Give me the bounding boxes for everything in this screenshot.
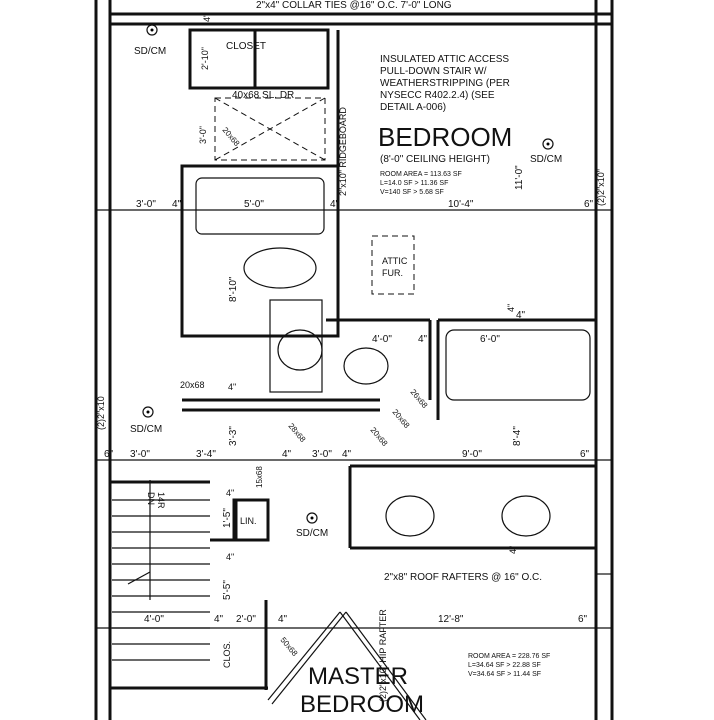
dim-4-f: 4" (342, 449, 352, 460)
smoke-label-1: SD/CM (134, 46, 166, 57)
dim-3-0-b: 3'-0" (130, 449, 150, 460)
attic-note-line-4: NYSECC R402.2.4) (SEE (380, 90, 495, 101)
door-label-3: 28x68 (286, 422, 307, 445)
dim-6-0: 6'-0" (480, 334, 500, 345)
closet-walls (188, 28, 330, 90)
door-label-7: 26x68 (408, 388, 429, 411)
dim-4-c: 4" (418, 334, 428, 345)
door-label-2: 20x68 (180, 380, 205, 390)
attic-fur-line-2: FUR. (382, 268, 403, 278)
dim-8-4: 8'-4" (512, 426, 523, 446)
bedroom-ceiling: (8'-0" CEILING HEIGHT) (380, 154, 490, 165)
smoke-label-4: SD/CM (296, 528, 328, 539)
dim-4-l: 4" (226, 488, 234, 498)
dim-6-a: 6" (584, 199, 594, 210)
ridgeboard-label: 2"x10" RIDGEBOARD (338, 107, 348, 196)
attic-furnace-outline (371, 235, 415, 295)
window-header-left: (2)2"x10 (96, 396, 106, 430)
attic-note-line-2: PULL-DOWN STAIR W/ (380, 66, 487, 77)
roof-rafters-label: 2"x8" ROOF RAFTERS @ 16" O.C. (384, 572, 542, 583)
stair-14r: 14R (156, 492, 166, 509)
dim-5-0: 5'-0" (244, 199, 264, 210)
dim-2-10: 2'-10" (200, 47, 210, 70)
bedroom-area-3: V=140 SF > 5.68 SF (380, 189, 444, 196)
bathroom-2-fixtures (343, 329, 591, 537)
dim-4-j: 4" (506, 304, 516, 312)
dim-6-c: 6" (580, 449, 590, 460)
bedroom-title: BEDROOM (378, 122, 512, 152)
attic-note-line-1: INSULATED ATTIC ACCESS (380, 54, 509, 65)
door-label-6: 20x68 (368, 426, 389, 449)
door-label-1: 20x68 (220, 126, 241, 149)
dim-4-a: 4" (172, 199, 182, 210)
closet-label: CLOSET (226, 41, 266, 52)
master-area-1: ROOM AREA = 228.76 SF (468, 653, 550, 660)
master-area-3: V=34.64 SF > 11.44 SF (468, 671, 541, 678)
dim-4-i: 4" (202, 14, 212, 22)
dim-11-0: 11'-0" (514, 165, 525, 190)
dimension-lines (96, 209, 612, 629)
bedroom-area-2: L=14.0 SF > 11.36 SF (380, 180, 448, 187)
dim-4-k: 4" (228, 382, 236, 392)
dim-3-3: 3'-3" (228, 426, 239, 446)
attic-note-line-3: WEATHERSTRIPPING (PER (380, 78, 510, 89)
dim-2-0: 2'-0" (236, 614, 256, 625)
smoke-detector-3 (142, 406, 154, 418)
dim-3-0-a: 3'-0" (136, 199, 156, 210)
smoke-label-2: SD/CM (530, 154, 562, 165)
dim-4-m: 4" (508, 546, 518, 554)
stair-dn: DN (146, 492, 156, 505)
door-label-8: 50x68 (278, 636, 299, 659)
dim-4-b: 4" (330, 199, 340, 210)
dim-4-e: 4" (282, 449, 292, 460)
window-header-right: (2)2"x10" (596, 169, 606, 206)
dim-9-0: 9'-0" (462, 449, 482, 460)
hip-rafters (267, 611, 427, 720)
dim-1-5: 1'-5" (222, 508, 233, 528)
dim-5-5: 5'-5" (222, 580, 233, 600)
clos-label: CLOS. (222, 641, 232, 668)
smoke-detector-1 (146, 24, 158, 36)
master-area-2: L=34.64 SF > 22.88 SF (468, 662, 541, 669)
dim-6-b: 6" (104, 449, 114, 460)
dim-3-0-d: 3'-0" (198, 126, 208, 144)
master-title-2: BEDROOM (300, 691, 424, 718)
dim-6-d: 6" (578, 614, 588, 625)
dim-3-0-c: 3'-0" (312, 449, 332, 460)
smoke-detector-4 (306, 512, 318, 524)
door-label-5: 15x68 (255, 466, 264, 488)
attic-fur-line-1: ATTIC (382, 256, 408, 266)
interior-walls (110, 30, 596, 690)
bedroom-area-1: ROOM AREA = 113.63 SF (380, 171, 462, 178)
door-label-4: 20x68 (390, 408, 411, 431)
attic-note-line-5: DETAIL A-006) (380, 102, 446, 113)
dim-4-n: 4" (226, 552, 234, 562)
linen-label: LIN. (240, 516, 257, 526)
hip-rafter-label: (2)2"x10" HIP RAFTER (378, 609, 388, 702)
dim-4-h: 4" (278, 614, 288, 625)
sliding-door-label: 40x68 SL. DR (232, 90, 294, 101)
dim-4-g: 4" (214, 614, 224, 625)
dim-3-4: 3'-4" (196, 449, 216, 460)
dim-4-0-b: 4'-0" (144, 614, 164, 625)
exterior-walls (94, 0, 614, 720)
dim-4-0-a: 4'-0" (372, 334, 392, 345)
header-note: 2"x4" COLLAR TIES @16" O.C. 7'-0" LONG (256, 0, 452, 11)
dim-4-d: 4" (516, 310, 526, 321)
smoke-detector-2 (542, 138, 554, 150)
dim-12-8: 12'-8" (438, 614, 464, 625)
dim-8-10: 8'-10" (228, 276, 239, 302)
master-title-1: MASTER (308, 663, 408, 690)
dim-10-4: 10'-4" (448, 199, 474, 210)
smoke-label-3: SD/CM (130, 424, 162, 435)
attic-access-hatch (214, 97, 326, 161)
